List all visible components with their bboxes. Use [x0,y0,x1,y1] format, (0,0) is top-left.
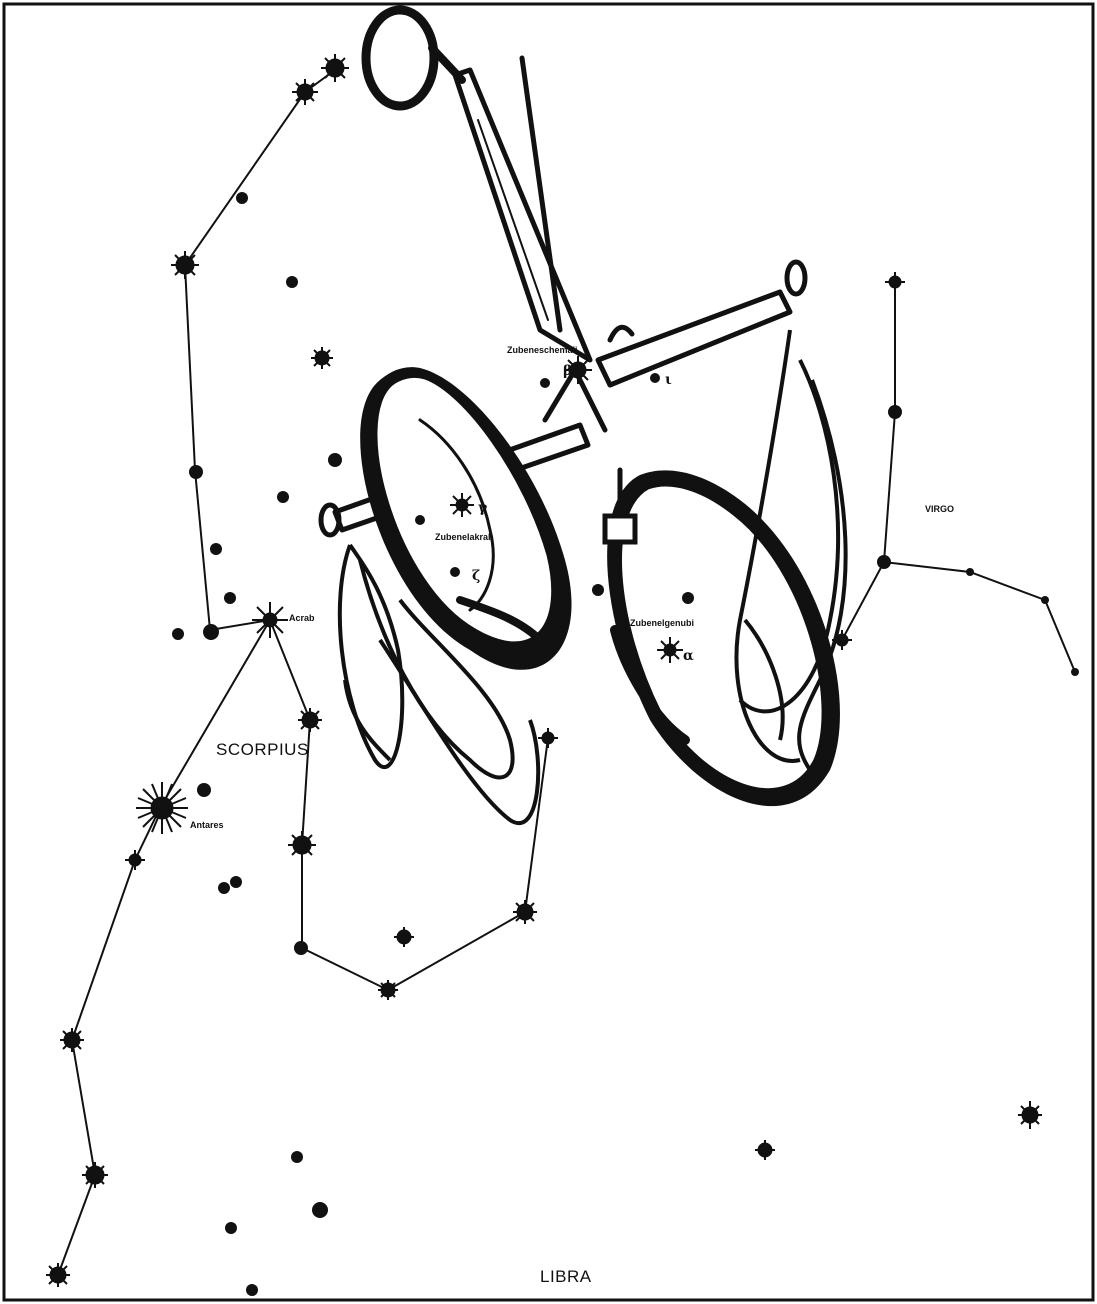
label-alpha: α [683,648,694,664]
scales-illustration [321,10,846,823]
label-zubenelgenubi: Zubenelgenubi [630,618,694,628]
label-antares: Antares [190,820,224,830]
label-gamma: γ [478,500,488,516]
label-beta: β [563,363,572,379]
label-acrab: Acrab [289,613,315,623]
scorpius-north-line [185,70,335,630]
label-virgo: VIRGO [925,504,954,514]
label-zubeneschemali: Zubeneschemali [507,345,578,355]
scale-ring [366,10,434,106]
label-libra: LIBRA [540,1267,592,1286]
scale-beam-right [598,292,790,385]
constellation-lines [58,70,1075,1275]
scale-handle [455,70,590,360]
label-zubenelakrab: Zubenelakrab [435,532,494,542]
virgo-vertical-line [842,282,895,640]
label-scorpius: SCORPIUS [216,740,309,759]
scale-pan-right [605,470,840,806]
label-iota: ι [665,372,672,388]
stars-bright [46,54,1042,1287]
virgo-east-line [884,562,1075,672]
label-zeta: ζ [472,568,480,584]
